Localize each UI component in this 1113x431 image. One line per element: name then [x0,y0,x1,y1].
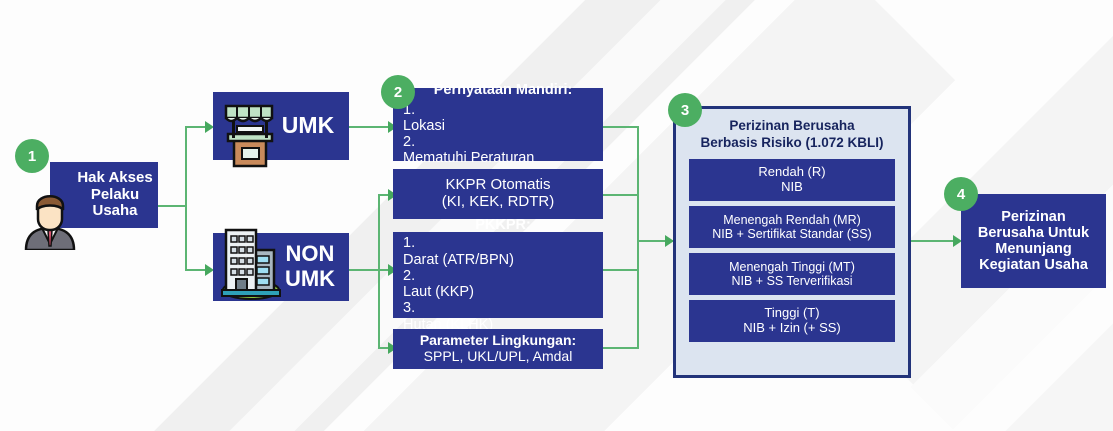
list-item: 1. Darat (ATR/BPN) [403,235,514,267]
connector-kkpr-out [603,194,639,196]
step4-line-3: Menunjang [995,241,1072,257]
connector-to-umk [185,126,211,128]
connector-split-bus [185,126,187,271]
arrow-to-parameter [388,342,397,354]
panel-title-line-2: Berbasis Risiko (1.072 KBLI) [700,134,884,150]
arrow-umk-to-pernyataan [388,121,397,133]
risk-mt-name: Menengah Tinggi (MT) [729,259,855,274]
node-parameter-lingkungan[interactable]: Parameter Lingkungan: SPPL, UKL/UPL, Amd… [393,329,603,369]
list-item: 2. Laut (KKP) [403,268,514,300]
pkkpr-item-2-num: 2. [403,267,416,284]
pkkpr-title: PKKPR: [475,217,531,234]
pkkpr-item-2-text: Laut (KKP) [403,284,474,301]
badge-step-1: 1 [15,139,49,173]
pkkpr-list: 1. Darat (ATR/BPN) 2. Laut (KKP) 3. Huta… [403,235,514,332]
arrow-to-kkpr [388,189,397,201]
umk-label: UMK [281,112,335,139]
hak-akses-line-2: Pelaku [90,185,140,203]
connector-pkkpr-out [603,269,639,271]
non-umk-line-2: UMK [284,266,336,291]
step4-line-2: Berusaha Untuk [977,224,1090,241]
connector-to-kkpr [378,194,393,196]
node-pernyataan-mandiri[interactable]: Pernyataan Mandiri: 1. Lokasi 2. Mematuh… [393,82,603,166]
connector-merge-bus [637,126,639,349]
non-umk-line-1: NON [285,241,335,267]
parameter-title: Parameter Lingkungan: [419,332,577,349]
parameter-subtitle: SPPL, UKL/UPL, Amdal [423,348,573,364]
pernyataan-item-2-text: Mematuhi Peraturan [403,150,535,167]
panel-title-line-1: Perizinan Berusaha [729,118,855,133]
arrow-to-pkkpr [388,264,397,276]
arrow-merge-to-panel [665,235,674,247]
list-item: 3. Hutan (KLHK) [403,300,514,332]
node-hak-akses[interactable]: Hak Akses Pelaku Usaha [50,162,158,228]
businessman-icon [24,195,76,250]
kkpr-line-1: KKPR Otomatis [445,176,551,194]
connector-nonumk-out [349,269,379,271]
pernyataan-title: Pernyataan Mandiri: [433,82,573,99]
risk-mr-requirement: NIB + Sertifikat Standar (SS) [712,226,872,241]
pernyataan-item-1-num: 1. [403,101,416,118]
badge-step-3: 3 [668,93,702,127]
risk-level-menengah-tinggi[interactable]: Menengah Tinggi (MT) NIB + SS Terverifik… [689,252,895,295]
risk-rendah-name: Rendah (R) [758,163,826,179]
pkkpr-item-3-text: Hutan (KLHK) [403,316,494,333]
risk-mt-requirement: NIB + SS Terverifikasi [731,273,853,288]
connector-pernyataan-out [603,126,639,128]
list-item: 1. Lokasi [403,102,534,134]
pernyataan-list: 1. Lokasi 2. Mematuhi Peraturan [403,102,534,167]
connector-parameter-out [603,347,639,349]
badge-step-4: 4 [944,177,978,211]
risk-tinggi-requirement: NIB + Izin (+ SS) [743,319,841,335]
badge-step-2: 2 [381,75,415,109]
connector-to-pkkpr [378,269,393,271]
node-umk[interactable]: UMK [213,92,349,160]
connector-nonumk-bus [378,194,380,348]
node-kkpr-otomatis[interactable]: KKPR Otomatis (KI, KEK, RDTR) [393,169,603,219]
arrow-to-nonumk [205,264,214,276]
risk-level-rendah[interactable]: Rendah (R) NIB [689,158,895,201]
hak-akses-line-3: Usaha [92,202,138,220]
risk-level-tinggi[interactable]: Tinggi (T) NIB + Izin (+ SS) [689,299,895,342]
connector-step1-out [158,205,186,207]
panel-title: Perizinan Berusaha Berbasis Risiko (1.07… [694,109,889,159]
risk-rendah-requirement: NIB [781,178,803,194]
pernyataan-item-2-num: 2. [403,134,416,151]
node-perizinan-menunjang[interactable]: Perizinan Berusaha Untuk Menunjang Kegia… [961,194,1106,288]
risk-level-menengah-rendah[interactable]: Menengah Rendah (MR) NIB + Sertifikat St… [689,205,895,248]
step4-line-4: Kegiatan Usaha [979,257,1088,274]
risk-mr-name: Menengah Rendah (MR) [723,212,861,227]
connector-umk-to-pernyataan [349,126,393,128]
risk-based-licensing-panel: Perizinan Berusaha Berbasis Risiko (1.07… [673,106,911,378]
office-building-icon [221,228,281,300]
node-pkkpr[interactable]: PKKPR: 1. Darat (ATR/BPN) 2. Laut (KKP) … [393,217,603,333]
list-item: 2. Mematuhi Peraturan [403,134,534,166]
pernyataan-item-1-text: Lokasi [403,117,445,134]
pkkpr-item-3-num: 3. [403,300,416,317]
connector-to-parameter [378,347,393,349]
pkkpr-item-1-text: Darat (ATR/BPN) [403,251,514,268]
connector-merge-to-panel [637,240,673,242]
hak-akses-line-1: Hak Akses [77,168,153,186]
step4-line-1: Perizinan [1001,208,1066,225]
risk-tinggi-name: Tinggi (T) [764,304,820,320]
arrow-panel-to-step4 [953,235,962,247]
connector-to-nonumk [185,269,211,271]
market-stall-icon [224,104,274,168]
kkpr-line-2: (KI, KEK, RDTR) [441,193,555,210]
pkkpr-item-1-num: 1. [403,235,416,252]
connector-panel-to-step4 [910,240,960,242]
arrow-to-umk [205,121,214,133]
